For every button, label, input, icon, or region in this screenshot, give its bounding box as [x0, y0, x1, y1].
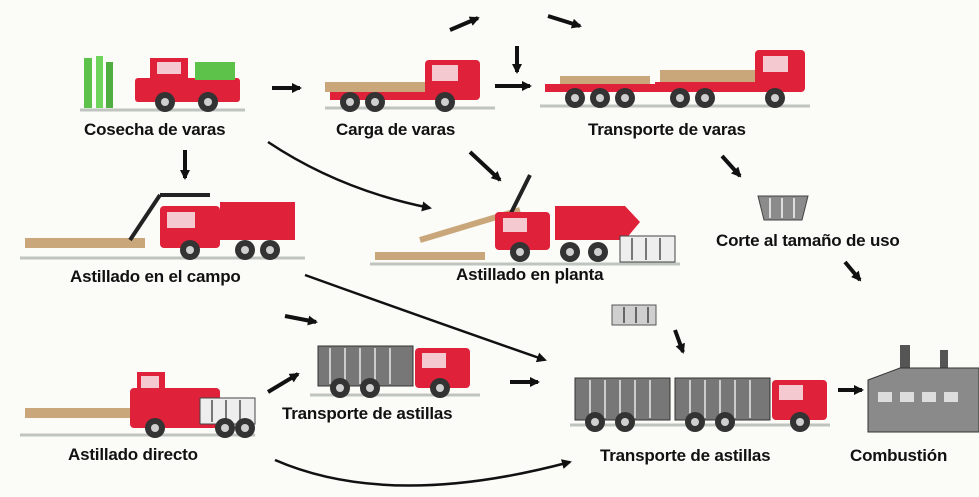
arrow-campo-transporte2-curve	[304, 273, 547, 363]
label-transporte-varas: Transporte de varas	[588, 120, 746, 139]
arrow-carga-up	[449, 16, 480, 32]
chips-container-icon	[611, 304, 657, 326]
corte-icon	[757, 195, 809, 221]
transporte-varas-icon	[545, 50, 805, 108]
arrow-corte-down	[843, 260, 862, 282]
label-astillado-planta: Astillado en planta	[456, 265, 604, 284]
astillado-campo-icon	[25, 193, 295, 260]
label-transporte-astillas-2: Transporte de astillas	[600, 446, 771, 465]
transporte-astillas-2-icon	[574, 377, 827, 432]
carga-icon	[325, 60, 480, 112]
label-astillado-directo: Astillado directo	[68, 445, 198, 464]
astillado-planta-icon	[375, 174, 676, 263]
arrow-directo-transporte1	[266, 372, 300, 394]
label-carga: Carga de varas	[336, 120, 456, 139]
arrow-campo-transporte1	[284, 314, 318, 326]
astillado-directo-icon	[25, 372, 256, 438]
label-cosecha: Cosecha de varas	[84, 120, 226, 139]
arrow-directo-transporte2-curve	[274, 458, 572, 487]
label-combustion: Combustión	[850, 446, 948, 465]
cosecha-icon	[84, 56, 240, 112]
flow-curves	[267, 140, 572, 487]
arrow-to-transporte-top	[547, 14, 582, 29]
arrow-transporte-corte	[720, 154, 742, 178]
transporte-astillas-1-icon	[317, 345, 470, 398]
label-corte: Corte al tamaño de uso	[716, 231, 900, 250]
label-astillado-campo: Astillado en el campo	[70, 267, 241, 286]
arrow-carga-planta	[468, 150, 502, 182]
arrow-cosecha-planta-curve	[267, 140, 432, 212]
arrow-container-transporte2	[673, 329, 685, 354]
label-transporte-astillas-1: Transporte de astillas	[282, 404, 453, 423]
combustion-plant-icon	[867, 345, 979, 433]
flow-arrows	[180, 14, 864, 395]
